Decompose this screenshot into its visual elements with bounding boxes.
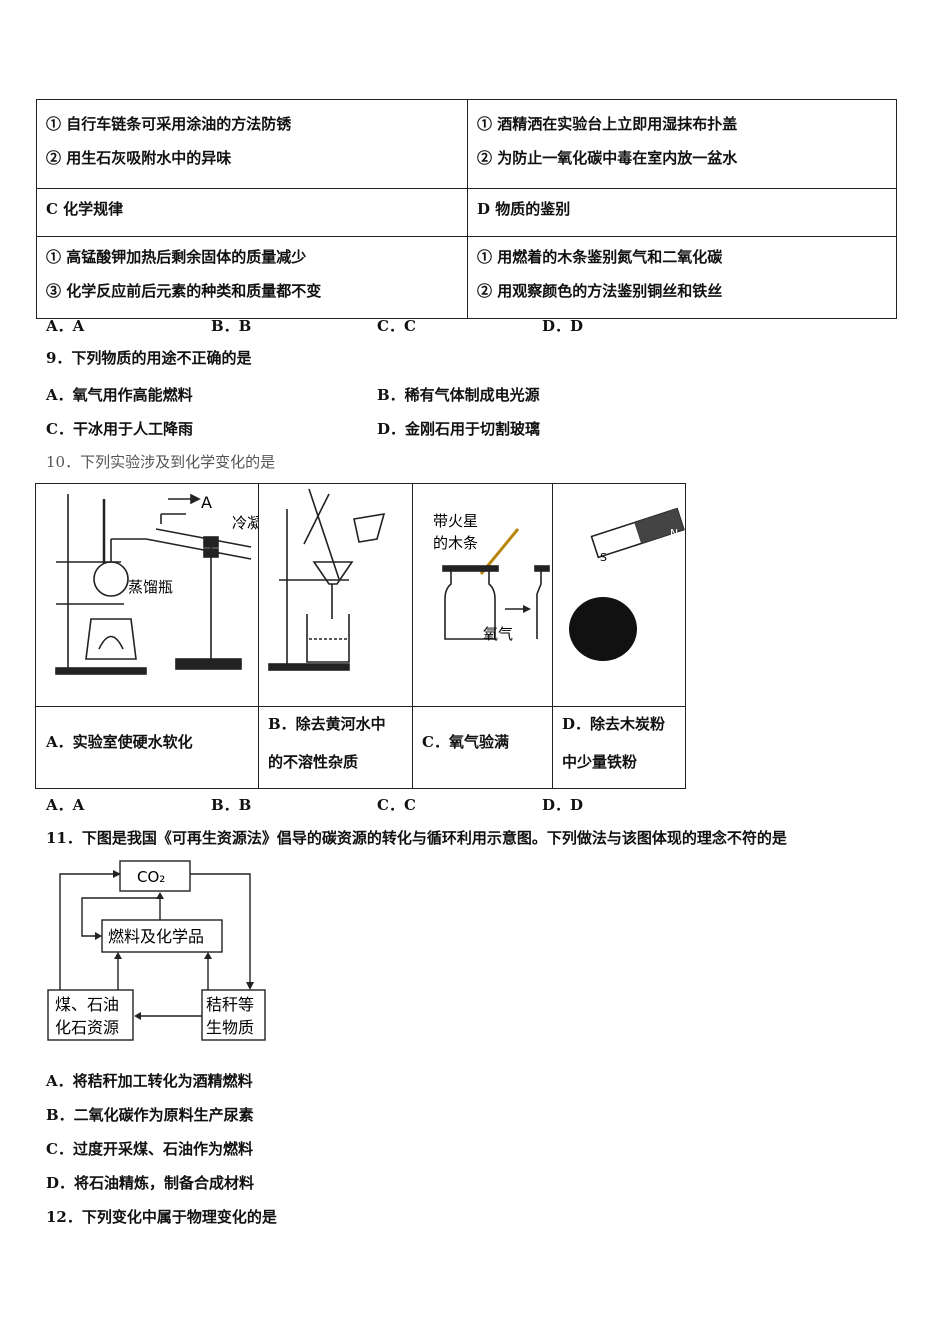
q10-option-b[interactable]: B．B (211, 796, 252, 814)
table-cell: ① 用燃着的木条鉴别氮气和二氧化碳 ② 用观察颜色的方法鉴别铜丝和铁丝 (467, 236, 897, 319)
cell-line: ① 酒精洒在实验台上立即用湿抹布扑盖 (477, 115, 738, 133)
cell-heading: C 化学规律 (46, 200, 124, 218)
table-row: ① 自行车链条可采用涂油的方法防锈 ② 用生石灰吸附水中的异味 ① 酒精洒在实验… (36, 99, 897, 189)
divider (258, 484, 259, 788)
q11-option-a[interactable]: A．将秸秆加工转化为酒精燃料 (46, 1072, 253, 1090)
q10-caption-b-line2: 的不溶性杂质 (268, 753, 359, 771)
q10-option-d[interactable]: D．D (542, 796, 584, 814)
oxygen-label: 氧气 (483, 625, 513, 643)
q11-option-d[interactable]: D．将石油精炼，制备合成材料 (46, 1174, 255, 1192)
table-row: C 化学规律 D 物质的鉴别 (36, 188, 897, 237)
divider (36, 706, 685, 707)
fossil-box (47, 989, 134, 1041)
cell-line: ② 用观察颜色的方法鉴别铜丝和铁丝 (477, 282, 723, 300)
biomass-label: 秸秆等 (206, 995, 254, 1014)
cell-heading: D 物质的鉴别 (477, 200, 571, 218)
oxygen-test-image: 带火星 的木条 氧气 (433, 512, 550, 643)
magnet-n-label: N (670, 527, 678, 540)
q9-option-b[interactable]: B．稀有气体制成电光源 (377, 386, 540, 404)
co2-label: CO₂ (137, 868, 165, 886)
q11-option-c[interactable]: C．过度开采煤、石油作为燃料 (46, 1140, 253, 1158)
fossil-label: 煤、石油 (55, 995, 119, 1014)
distillation-apparatus-image: A 冷凝 蒸馏瓶 (55, 493, 258, 675)
cell-line: ② 用生石灰吸附水中的异味 (46, 149, 232, 167)
q10-option-a[interactable]: A．A (46, 796, 85, 814)
q8-option-b[interactable]: B．B (211, 317, 252, 335)
divider (552, 484, 553, 788)
fuel-box (101, 919, 223, 953)
carbon-cycle-diagram: CO₂ 燃料及化学品 煤、石油 化石资源 秸秆等 生物质 (47, 860, 266, 1041)
table-cell: ① 酒精洒在实验台上立即用湿抹布扑盖 ② 为防止一氧化碳中毒在室内放一盆水 (467, 99, 897, 189)
q10-option-c[interactable]: C．C (377, 796, 416, 814)
magnet-separation-image: S N (569, 507, 685, 661)
condenser-label: 冷凝 (232, 514, 258, 532)
cell-line: ② 为防止一氧化碳中毒在室内放一盆水 (477, 149, 738, 167)
flask-label: 蒸馏瓶 (128, 578, 173, 596)
table-cell: D 物质的鉴别 (467, 188, 897, 237)
fuel-label: 燃料及化学品 (108, 927, 204, 946)
q10-caption-d-line2: 中少量铁粉 (562, 753, 638, 771)
q9-option-d[interactable]: D．金刚石用于切割玻璃 (377, 420, 541, 438)
biomass-box (201, 989, 266, 1041)
cell-line: ① 自行车链条可采用涂油的方法防锈 (46, 115, 292, 133)
splint-label: 带火星 (433, 512, 478, 530)
q10-caption-b-line1: B．除去黄河水中 (268, 715, 386, 733)
fossil-label: 化石资源 (55, 1018, 119, 1037)
table-cell: C 化学规律 (36, 188, 468, 237)
q11-option-b[interactable]: B．二氧化碳作为原料生产尿素 (46, 1106, 254, 1124)
q10-caption-c: C．氧气验满 (422, 733, 509, 751)
q8-option-a[interactable]: A．A (46, 317, 85, 335)
table-cell: ① 自行车链条可采用涂油的方法防锈 ② 用生石灰吸附水中的异味 (36, 99, 468, 189)
q8-option-d[interactable]: D．D (542, 317, 584, 335)
q10-caption-a: A．实验室使硬水软化 (46, 733, 193, 751)
q10-figure: A 冷凝 蒸馏瓶 带火星 的木条 氧气 (35, 483, 686, 789)
q10-stem: 10．下列实验涉及到化学变化的是 (46, 453, 276, 471)
q12-stem: 12．下列变化中属于物理变化的是 (46, 1208, 277, 1226)
table-row: ① 高锰酸钾加热后剩余固体的质量减少 ③ 化学反应前后元素的种类和质量都不变 ①… (36, 236, 897, 319)
biomass-label: 生物质 (206, 1018, 254, 1037)
q8-table: ① 自行车链条可采用涂油的方法防锈 ② 用生石灰吸附水中的异味 ① 酒精洒在实验… (36, 99, 897, 319)
filtration-apparatus-image (268, 488, 386, 671)
cell-line: ① 用燃着的木条鉴别氮气和二氧化碳 (477, 248, 723, 266)
co2-box (119, 860, 191, 892)
divider (412, 484, 413, 788)
splint-label: 的木条 (433, 534, 478, 552)
q9-stem: 9．下列物质的用途不正确的是 (46, 349, 252, 367)
table-cell: ① 高锰酸钾加热后剩余固体的质量减少 ③ 化学反应前后元素的种类和质量都不变 (36, 236, 468, 319)
q9-option-c[interactable]: C．干冰用于人工降雨 (46, 420, 193, 438)
q9-option-a[interactable]: A．氧气用作高能燃料 (46, 386, 193, 404)
q10-caption-d-line1: D．除去木炭粉 (562, 715, 666, 733)
q11-stem: 11．下图是我国《可再生资源法》倡导的碳资源的转化与循环利用示意图。下列做法与该… (46, 829, 787, 847)
arrow-label: A (201, 493, 212, 512)
magnet-s-label: S (600, 551, 607, 564)
q8-option-c[interactable]: C．C (377, 317, 416, 335)
cell-line: ③ 化学反应前后元素的种类和质量都不变 (46, 282, 322, 300)
cell-line: ① 高锰酸钾加热后剩余固体的质量减少 (46, 248, 307, 266)
